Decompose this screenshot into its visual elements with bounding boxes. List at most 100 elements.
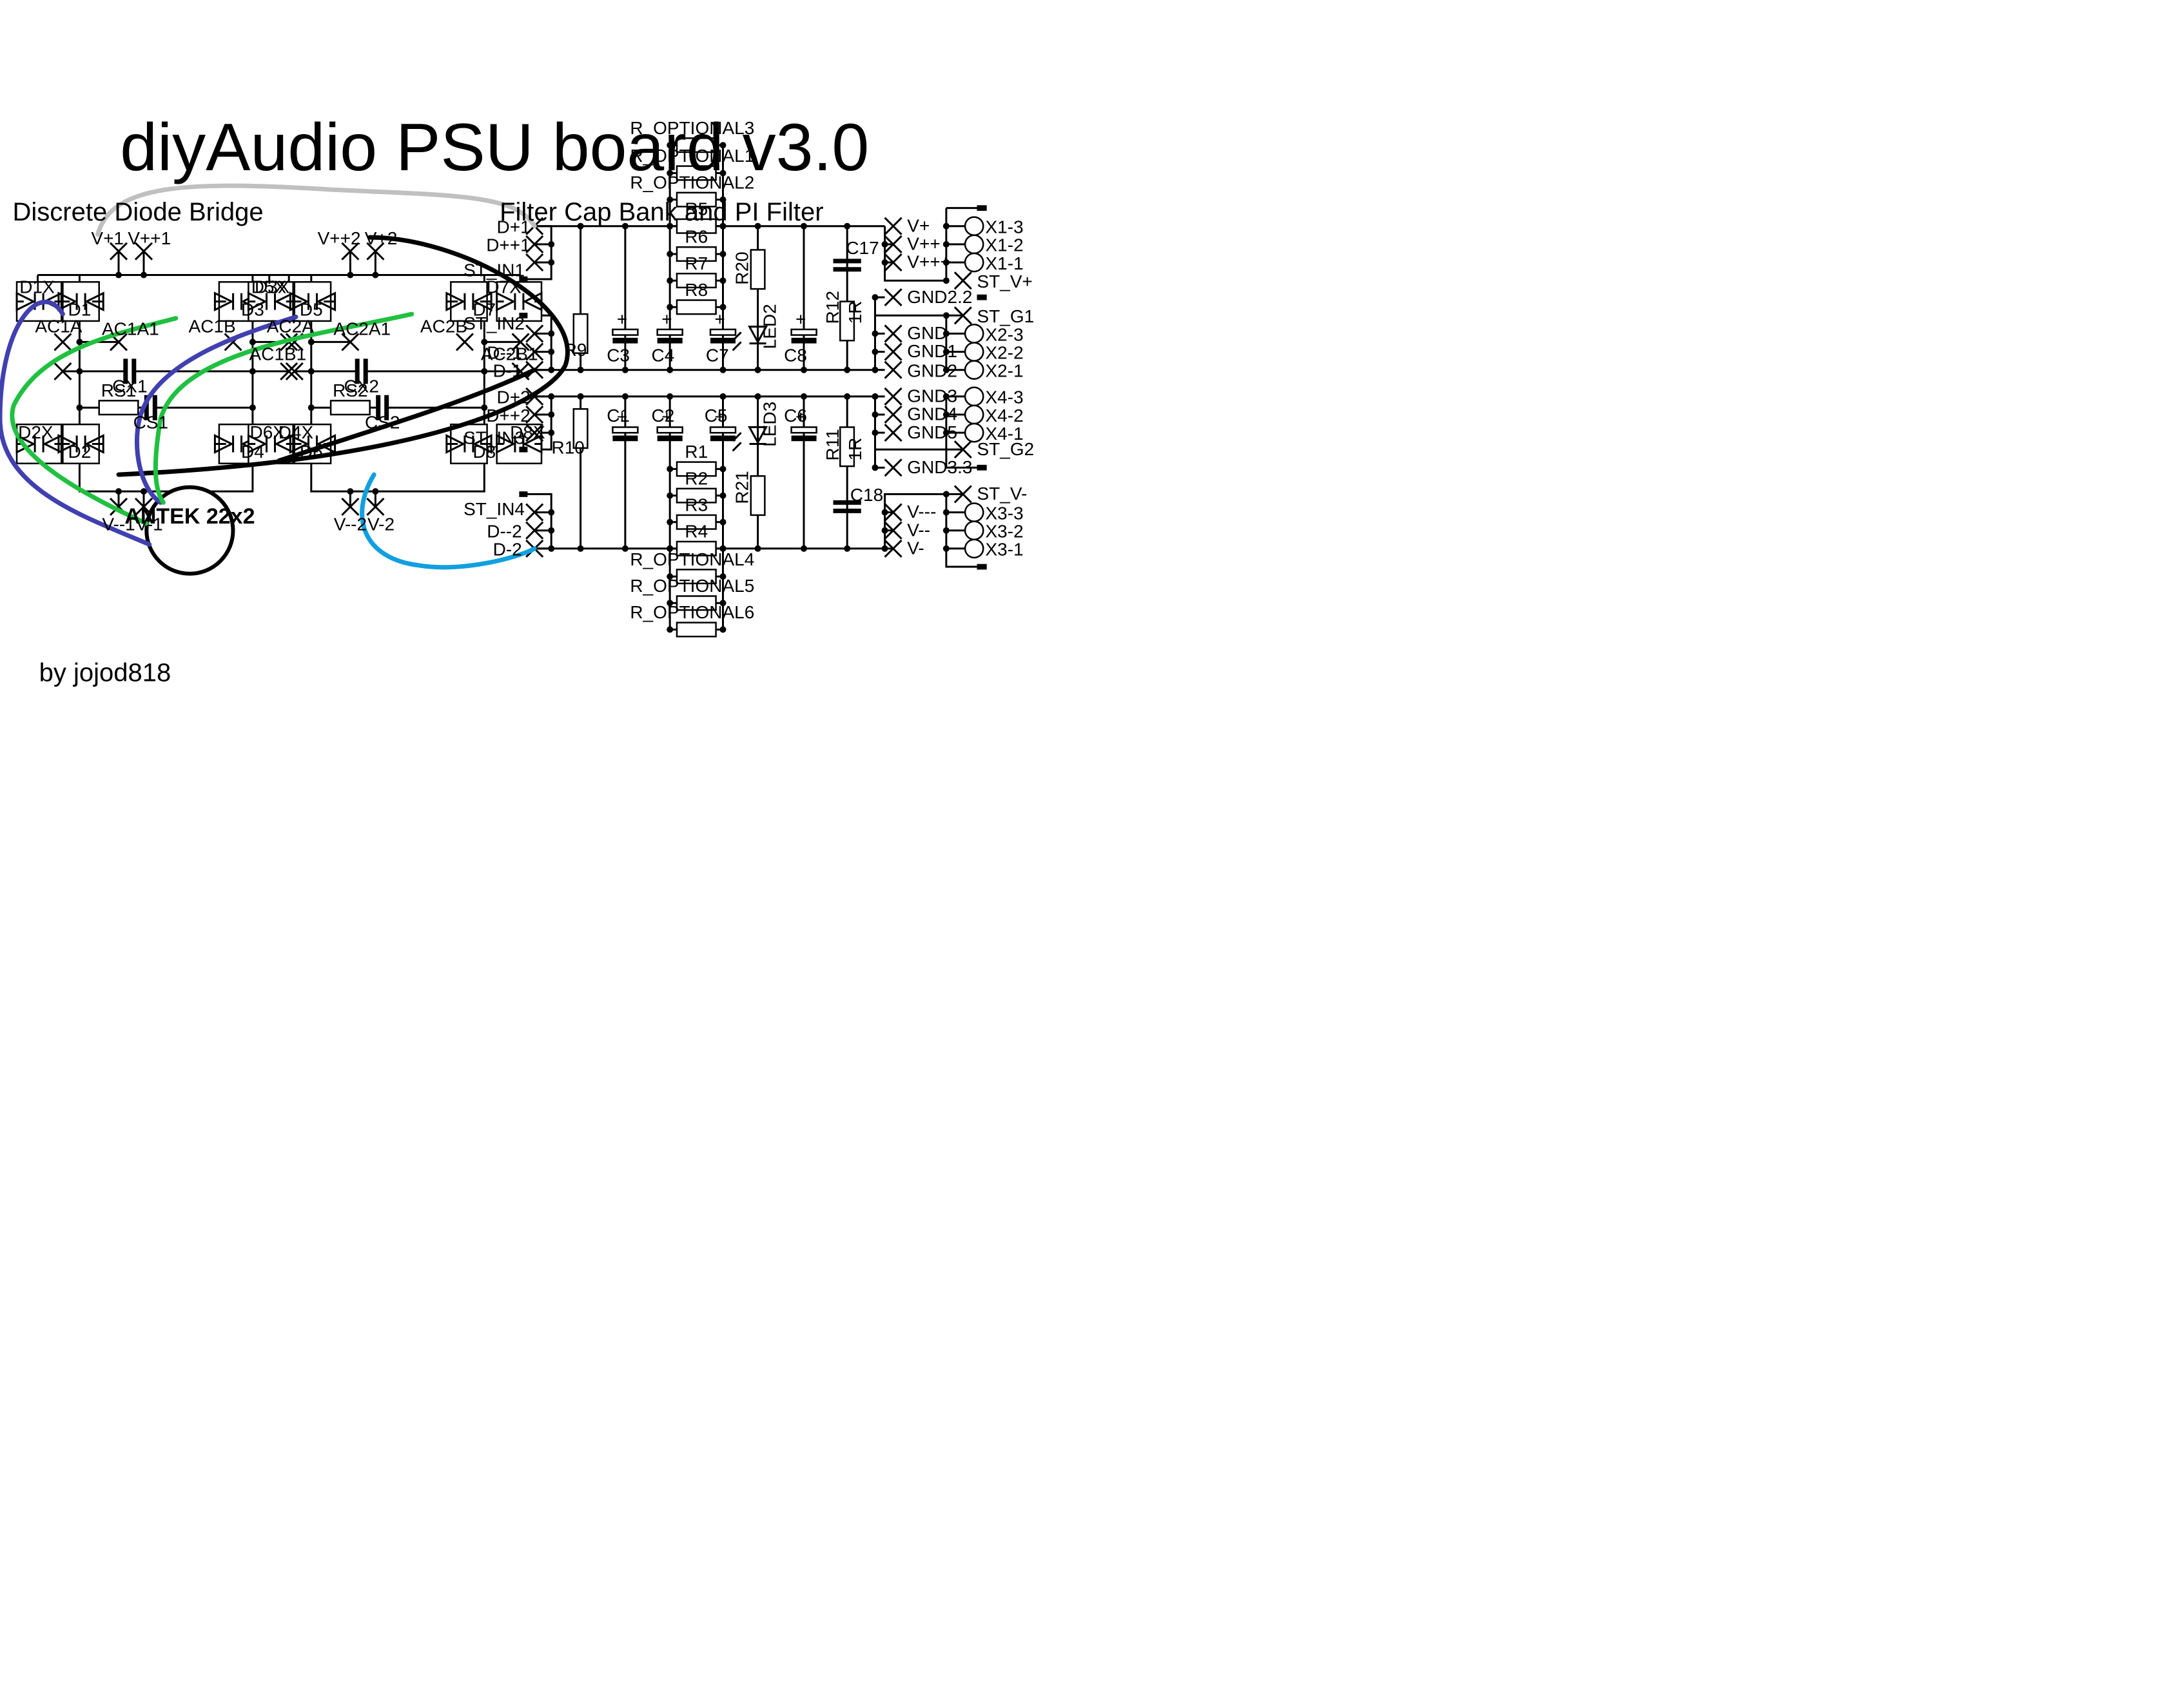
polarity-plus: + (661, 309, 672, 329)
junction-dot (872, 294, 879, 301)
label-x2_3: X2-3 (986, 324, 1024, 344)
terminal-x-mark (341, 497, 360, 516)
junction-dot (942, 509, 950, 516)
label-d5: D5 (300, 299, 323, 319)
screw-terminal-bar (977, 205, 987, 211)
resistor (676, 218, 717, 234)
led-light-rays (732, 432, 742, 452)
label-d_minus2: D-2 (493, 540, 522, 560)
junction-dot (881, 240, 888, 248)
junction-dot (881, 259, 888, 266)
label-d_mm2: D--2 (487, 522, 522, 542)
junction-dot (667, 196, 674, 203)
junction-dot (667, 492, 674, 499)
led-icon (748, 326, 768, 345)
connector-ring (964, 342, 984, 362)
junction-dot (141, 271, 147, 279)
label-r_opt6: R_OPTIONAL6 (630, 602, 754, 622)
junction-dot (372, 271, 379, 279)
label-out_vm: V- (907, 538, 924, 558)
junction-dot (621, 393, 629, 400)
junction-dot (844, 393, 851, 400)
connector-ring (964, 386, 984, 407)
label-x4_2: X4-2 (986, 406, 1024, 426)
label-st_g1: ST_G1 (977, 306, 1035, 326)
polarity-plus: + (795, 309, 806, 329)
label-d7: D7 (473, 299, 496, 319)
label-v_pp1: V++1 (128, 228, 171, 248)
terminal-x-mark (884, 217, 902, 235)
screw-terminal-bar (519, 276, 528, 282)
label-out_vppp: V+++ (907, 252, 951, 272)
label-gnd3: GND3 (907, 386, 957, 406)
terminal-x-mark (511, 333, 530, 351)
label-st_vm: ST_V- (977, 484, 1028, 504)
label-x2_1: X2-1 (986, 361, 1024, 381)
label-one_r_a: 1R (845, 301, 865, 324)
terminal-x-mark (953, 485, 972, 504)
resistor (676, 514, 717, 530)
resistor (676, 622, 717, 638)
junction-dot (621, 366, 629, 373)
label-d3x: D3X (255, 277, 290, 297)
transformer-label: ANTEK 22x2 (124, 504, 255, 529)
cable-green-2 (153, 311, 414, 505)
label-gnd: GND (907, 323, 947, 343)
junction-dot (667, 277, 674, 284)
author-credit: by jojod818 (39, 659, 171, 687)
junction-dot (667, 518, 674, 525)
terminal-x-mark (884, 521, 902, 540)
terminal-x-mark (341, 242, 360, 260)
label-cx1: CX1 (112, 376, 147, 396)
label-ac1a: AC1A (35, 316, 82, 336)
junction-dot (942, 429, 950, 437)
label-rs2: RS2 (333, 380, 367, 400)
terminal-x-mark (953, 440, 972, 459)
label-v_plus2: V+2 (365, 228, 398, 248)
connector-ring (964, 422, 984, 443)
label-st_in3: ST_IN3 (463, 428, 525, 448)
terminal-x-mark (884, 360, 902, 379)
label-d_pp2: D++2 (486, 406, 531, 426)
junction-dot (872, 348, 879, 355)
junction-dot (621, 545, 629, 552)
junction-dot (942, 312, 950, 319)
junction-dot (719, 142, 726, 149)
capacitor (833, 500, 861, 513)
junction-dot (872, 366, 879, 373)
junction-dot (801, 222, 807, 230)
cable-blue-1 (0, 299, 152, 547)
junction-dot (942, 411, 950, 418)
junction-dot (719, 518, 726, 525)
junction-dot (942, 222, 950, 230)
label-d6x: D6X (250, 422, 286, 442)
junction-dot (481, 339, 488, 346)
junction-dot (801, 545, 807, 552)
junction-dot (719, 366, 726, 373)
label-c3: C3 (607, 346, 630, 366)
junction-dot (942, 240, 950, 248)
capacitor (376, 395, 389, 420)
circuit-components: ++++++++ (15, 137, 987, 638)
label-c5: C5 (705, 406, 728, 426)
label-x3_1: X3-1 (986, 540, 1024, 560)
label-rs1: RS1 (101, 380, 136, 400)
terminal-x-mark (884, 503, 902, 522)
terminal-x-mark (884, 324, 902, 343)
electrolytic-capacitor-plate (657, 435, 683, 442)
junction-dot (881, 527, 888, 534)
section-title-bridge: Discrete Diode Bridge (13, 198, 264, 226)
label-out_vpp: V++ (907, 234, 940, 254)
label-v_minus1: V-1 (136, 515, 163, 535)
junction-dot (754, 222, 761, 230)
label-ac2b1: AC2B1 (481, 344, 538, 364)
junction-dot (548, 348, 555, 355)
label-d7x: D7X (486, 277, 522, 297)
label-cs2: CS2 (365, 413, 400, 433)
resistor (676, 273, 717, 289)
label-c18: C18 (850, 485, 883, 505)
label-d3: D3 (241, 299, 264, 319)
junction-dot (719, 492, 726, 499)
label-d4: D4 (241, 442, 264, 462)
